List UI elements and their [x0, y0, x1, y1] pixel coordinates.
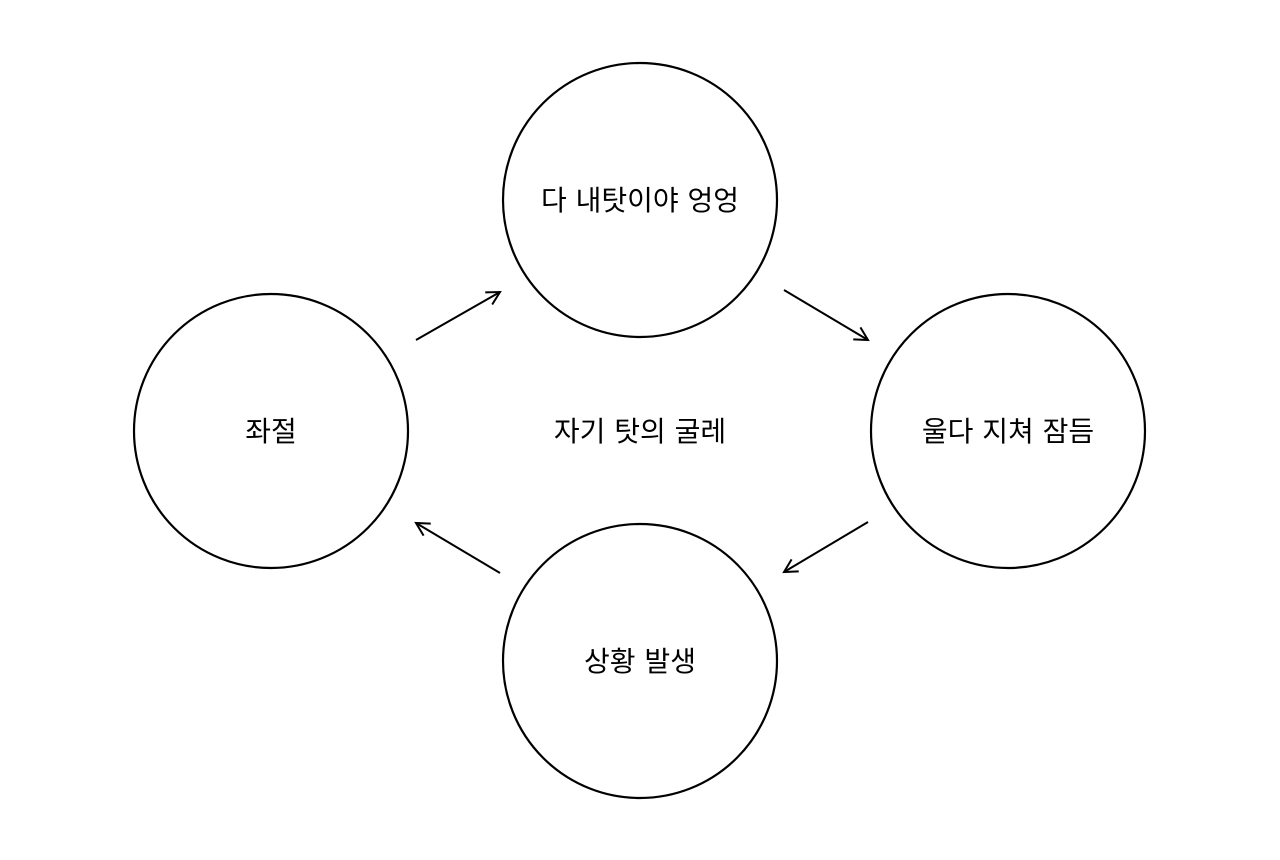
node-bottom: 상황 발생 — [501, 522, 779, 800]
arrow-right-to-bottom — [784, 521, 869, 572]
node-top: 다 내탓이야 엉엉 — [501, 61, 779, 339]
node-bottom-label: 상황 발생 — [584, 645, 696, 678]
node-left-circle — [132, 292, 410, 570]
node-right: 울다 지쳐 잠듬 — [869, 292, 1147, 570]
node-left-label: 좌절 — [245, 415, 297, 448]
center-label: 자기 탓의 굴레 — [554, 415, 726, 448]
node-right-circle — [869, 292, 1147, 570]
arrow-bottom-to-left — [416, 523, 501, 574]
arrow-top-to-right — [783, 289, 868, 340]
node-top-circle — [501, 61, 779, 339]
arrow-left-to-top — [415, 292, 500, 341]
node-right-label: 울다 지쳐 잠듬 — [922, 415, 1094, 448]
node-bottom-circle — [501, 522, 779, 800]
node-left: 좌절 — [132, 292, 410, 570]
node-top-label: 다 내탓이야 엉엉 — [541, 184, 739, 217]
